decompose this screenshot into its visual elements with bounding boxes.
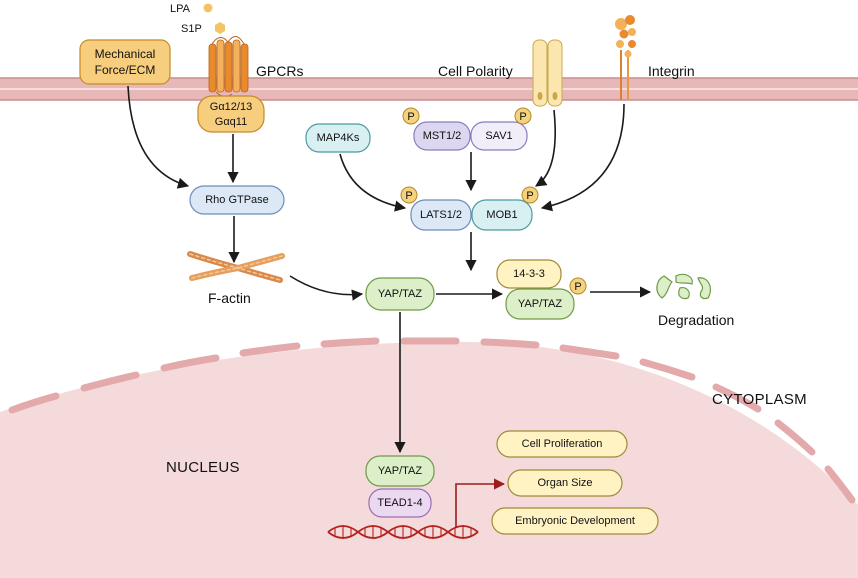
integrin-icon <box>615 15 636 100</box>
yap-taz-nuclear-node: YAP/TAZ <box>365 455 435 487</box>
f-actin-label: F-actin <box>208 290 251 306</box>
dna-helix-icon <box>327 525 479 539</box>
protein-14-3-3-label: 14-3-3 <box>513 268 545 280</box>
lpa-label: LPA <box>170 3 191 15</box>
nuclear-envelope <box>8 337 856 504</box>
pathway-arrows <box>127 85 652 528</box>
embryonic-development-label: Embryonic Development <box>515 515 635 527</box>
sav-label: SAV1 <box>485 130 512 142</box>
rho-gtpase-node: Rho GTPase <box>189 185 285 215</box>
cell-proliferation-label: Cell Proliferation <box>522 438 603 450</box>
yap-taz-bound-label: YAP/TAZ <box>518 298 562 310</box>
degradation-label: Degradation <box>658 312 734 328</box>
yap-taz-nuclear-label: YAP/TAZ <box>378 465 422 477</box>
galpha-node: Gα12/13 Gαq11 <box>197 95 265 133</box>
yap-taz-cytoplasm-node: YAP/TAZ <box>365 277 435 311</box>
degradation-fragments-icon <box>656 273 711 300</box>
outcome-organ-size: Organ Size <box>507 469 623 497</box>
ligand-s1p: S1P <box>181 22 225 35</box>
gpcr-receptor-icon <box>208 36 249 98</box>
gpcrs-label: GPCRs <box>256 63 303 79</box>
cytoplasm-label: CYTOPLASM <box>712 391 807 408</box>
tead-label: TEAD1-4 <box>377 497 422 509</box>
outcome-cell-proliferation: Cell Proliferation <box>496 430 628 458</box>
arrow-polarity-to-mob <box>535 109 556 187</box>
s1p-label: S1P <box>181 23 202 35</box>
nucleus-label: NUCLEUS <box>166 459 240 476</box>
mechanical-label-line2: Force/ECM <box>95 63 156 77</box>
s1p-molecule-icon <box>215 22 225 34</box>
cell-polarity-icon <box>532 39 563 107</box>
lats-label: LATS1/2 <box>420 209 462 221</box>
lats-mob-complex: LATS1/2 MOB1 P P <box>400 186 539 231</box>
yap-14-3-3-complex: 14-3-3 YAP/TAZ P <box>496 259 587 320</box>
arrow-map4ks-to-lats <box>339 153 407 212</box>
mechanical-label-line1: Mechanical <box>95 47 156 61</box>
organ-size-label: Organ Size <box>537 477 592 489</box>
rho-gtpase-label: Rho GTPase <box>205 194 269 206</box>
arrow-mechanical-to-rho <box>127 85 190 189</box>
mob-phospho-badge: P <box>526 190 533 202</box>
galpha-label-line2: Gαq11 <box>215 116 247 128</box>
map4ks-label: MAP4Ks <box>317 132 360 144</box>
lpa-molecule-icon <box>203 3 213 13</box>
galpha-label-line1: Gα12/13 <box>210 101 252 113</box>
arrow-transcription <box>455 478 506 528</box>
yap-phospho-badge: P <box>574 281 581 293</box>
map4ks-node: MAP4Ks <box>305 123 371 153</box>
cell-polarity-label: Cell Polarity <box>438 63 513 79</box>
sav-phospho-badge: P <box>519 111 526 123</box>
integrin-label: Integrin <box>648 63 695 79</box>
mob-label: MOB1 <box>486 209 517 221</box>
mst-sav-complex: MST1/2 SAV1 P P <box>402 107 532 151</box>
f-actin-icon <box>187 251 285 283</box>
outcome-embryonic-development: Embryonic Development <box>491 507 659 535</box>
mst-label: MST1/2 <box>423 130 462 142</box>
lats-phospho-badge: P <box>405 190 412 202</box>
mechanical-force-node: Mechanical Force/ECM <box>79 39 171 85</box>
arrow-factin-to-yap <box>289 275 364 301</box>
yap-taz-cytoplasm-label: YAP/TAZ <box>378 288 422 300</box>
tead-node: TEAD1-4 <box>368 488 432 518</box>
mst-phospho-badge: P <box>407 111 414 123</box>
arrow-integrin-to-mob <box>540 103 625 212</box>
ligand-lpa: LPA <box>170 3 213 15</box>
